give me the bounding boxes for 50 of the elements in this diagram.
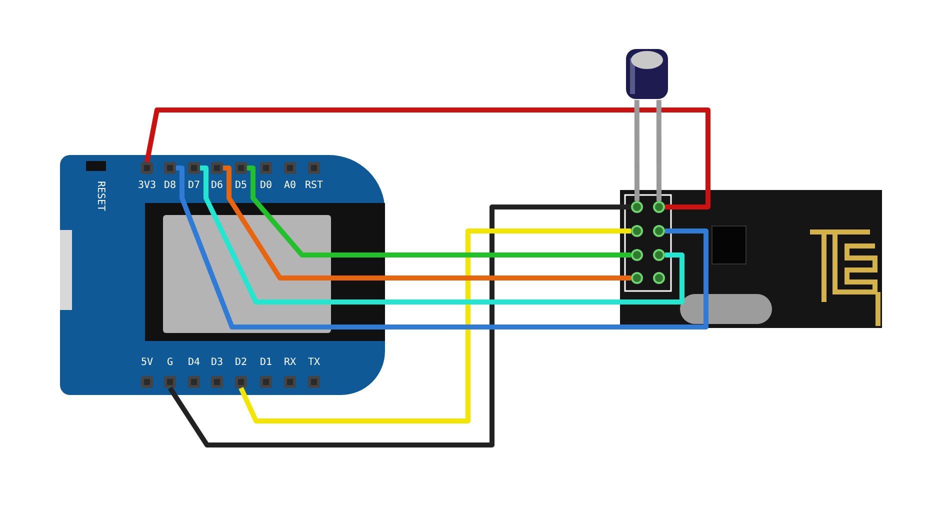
pin-hole xyxy=(653,201,665,213)
pin-label: 3V3 xyxy=(136,180,158,192)
pin-hole xyxy=(631,201,643,213)
wire xyxy=(238,228,631,424)
pin-hole xyxy=(631,272,643,284)
pin-label: D6 xyxy=(210,180,224,192)
board-label: RESET xyxy=(94,181,106,212)
pin-label: D5 xyxy=(234,180,248,192)
pin-label: D1 xyxy=(258,357,274,369)
pin-label: D4 xyxy=(186,357,202,369)
pin-label: G xyxy=(166,357,174,369)
header-pin xyxy=(235,162,247,174)
pin-label: TX xyxy=(306,357,322,369)
header-pin xyxy=(211,376,223,388)
wire xyxy=(200,166,684,304)
header-pin xyxy=(260,162,272,174)
pin-hole xyxy=(653,225,665,237)
header-pin xyxy=(308,376,320,388)
pin-hole xyxy=(653,272,665,284)
pin-label: A0 xyxy=(282,180,298,192)
header-pin xyxy=(188,162,200,174)
header-pin xyxy=(308,162,320,174)
header-pin xyxy=(141,376,153,388)
header-pin xyxy=(141,162,153,174)
wire xyxy=(175,166,708,330)
pin-label: RX xyxy=(282,357,298,369)
pin-hole xyxy=(631,225,643,237)
header-pin xyxy=(188,376,200,388)
wire xyxy=(656,100,662,201)
header-pin xyxy=(164,376,176,388)
header-pin xyxy=(235,376,247,388)
wire xyxy=(168,204,631,448)
pin-label: D7 xyxy=(186,180,202,192)
pin-label: RST xyxy=(304,180,324,192)
microcontroller-board xyxy=(60,155,385,395)
pin-label: 5V xyxy=(140,357,154,369)
pin-label: D0 xyxy=(258,180,274,192)
pin-label: D3 xyxy=(210,357,224,369)
header-pin xyxy=(284,162,296,174)
wire xyxy=(144,108,710,210)
header-pin xyxy=(211,162,223,174)
wire xyxy=(223,166,631,280)
pin-hole xyxy=(631,249,643,261)
wire xyxy=(634,100,640,201)
header-pin xyxy=(284,376,296,388)
pin-label: D8 xyxy=(162,180,178,192)
pin-label: D2 xyxy=(234,357,248,369)
header-pin xyxy=(260,376,272,388)
pin-hole xyxy=(653,249,665,261)
header-pin xyxy=(164,162,176,174)
